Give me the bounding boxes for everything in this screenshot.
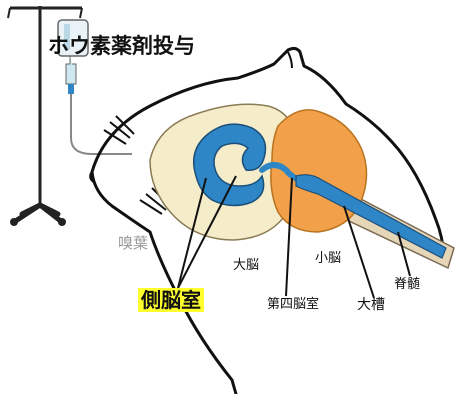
spinal-cord-label: 脊髄 [394, 278, 420, 291]
olfactory-bulb-label: 嗅葉 [118, 236, 148, 251]
lateral-ventricle-label: 側脳室 [138, 288, 204, 312]
cerebellum-label: 小脳 [315, 252, 341, 265]
fourth-ventricle-label: 第四脳室 [267, 298, 319, 311]
cerebrum-label: 大脳 [233, 259, 259, 272]
title-label: ホウ素薬剤投与 [48, 36, 195, 57]
cisterna-magna-label: 大槽 [357, 298, 385, 312]
